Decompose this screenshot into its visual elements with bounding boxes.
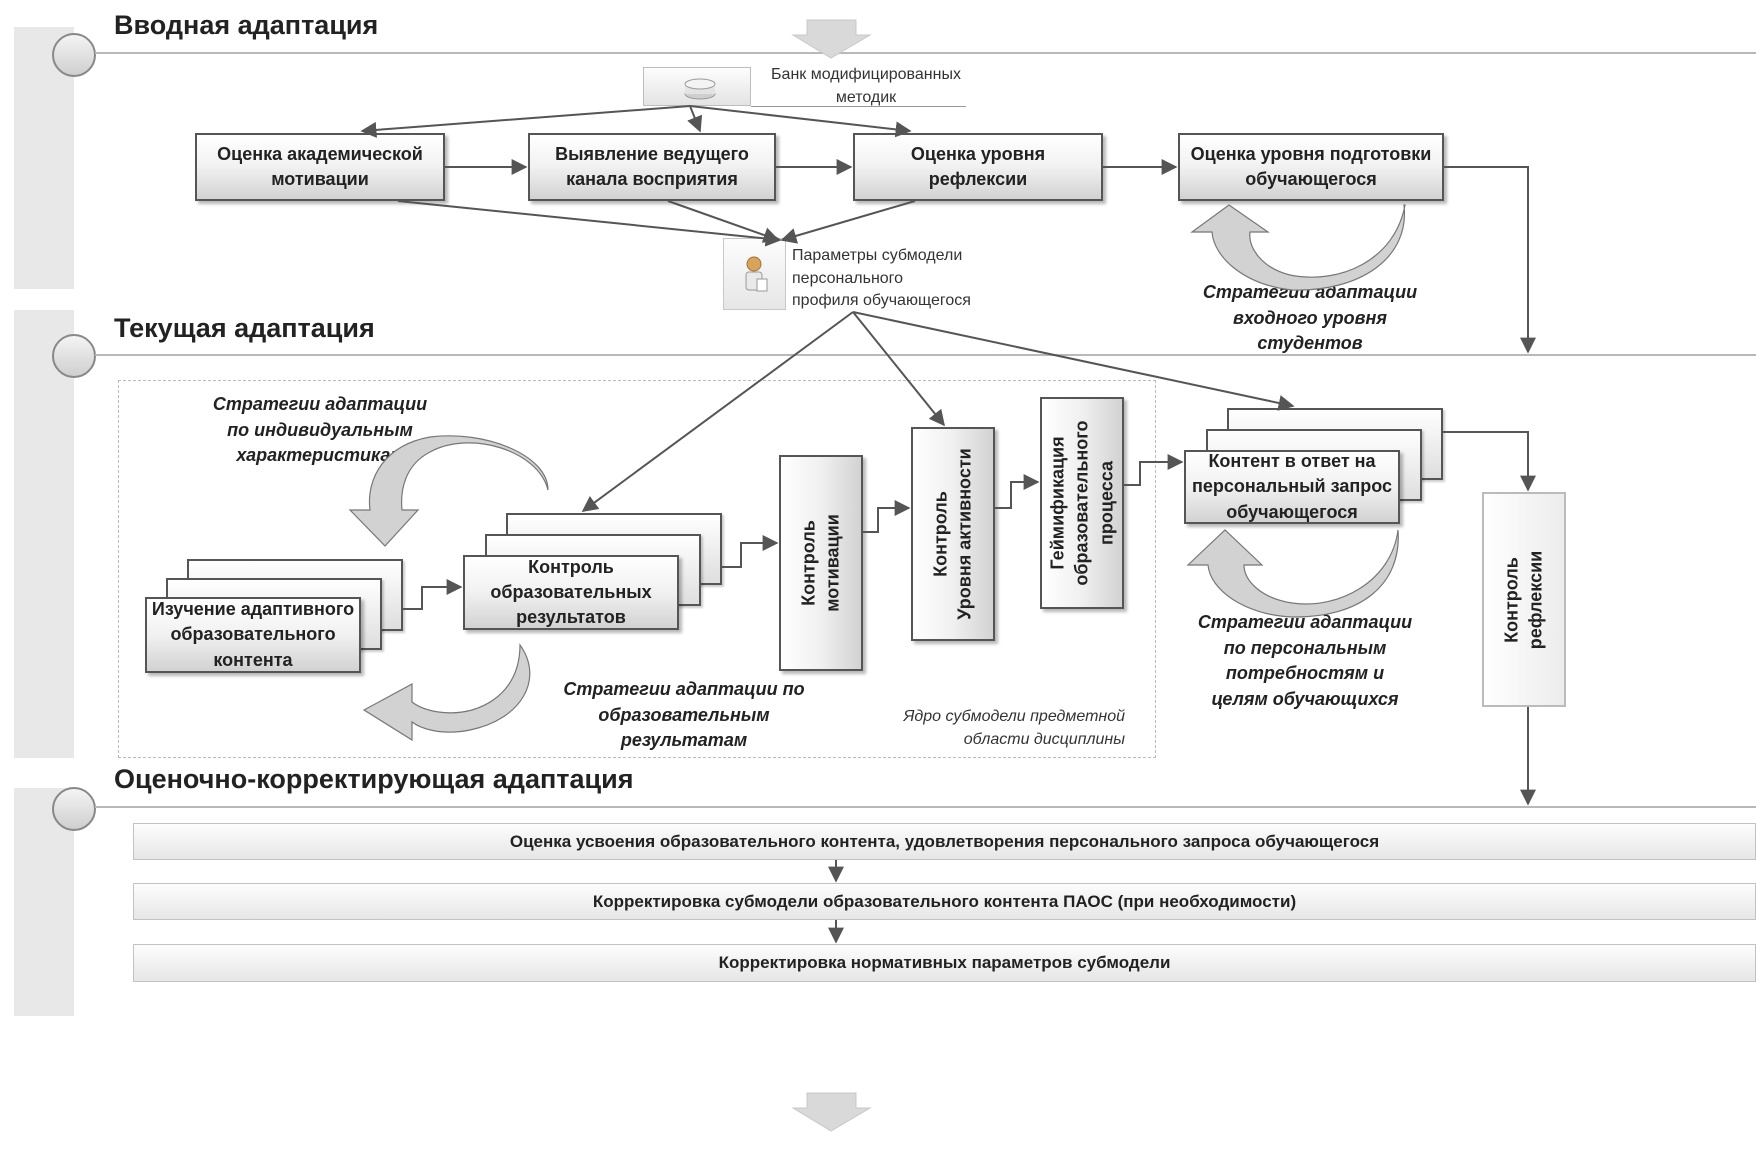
section-marker-current [52, 334, 96, 378]
section-title-current: Текущая адаптация [114, 313, 375, 343]
section-divider-intro [95, 52, 1756, 54]
section-marker-evaluation [52, 787, 96, 831]
flow-out-arrow [791, 1092, 872, 1132]
link-bank-motivation [360, 105, 691, 138]
link-motivation-activity [863, 500, 911, 533]
link-motivation-params [397, 200, 782, 247]
curved-arrow-intro-strategy [1190, 204, 1406, 291]
section-marker-intro [52, 33, 96, 77]
curved-arrow-results-strategy [362, 643, 531, 742]
link-activity-gamification [995, 474, 1040, 509]
evaluation-step-1: Оценка усвоения образовательного контент… [133, 823, 1756, 860]
link-study-results [403, 579, 463, 610]
database-icon [682, 72, 718, 107]
section-divider-current [95, 354, 1756, 356]
strategy-results-label: Стратегии адаптации по образовательным р… [563, 679, 805, 751]
strategy-individual-label: Стратегии адаптации по индивидуальным ха… [212, 394, 428, 466]
link-params-results [581, 311, 854, 512]
params-box [723, 238, 786, 310]
link-preparation-down [1444, 166, 1536, 354]
flow-in-arrow [791, 19, 872, 59]
link-gamification-content [1124, 454, 1184, 486]
link-results-motivation [722, 535, 779, 568]
strategy-personal-label: Стратегии адаптации по персональным потр… [1197, 612, 1413, 709]
strategy-intro-label: Стратегии адаптации входного уровня студ… [1202, 282, 1418, 354]
link-params-content [852, 311, 1295, 411]
link-content-reflexion [1443, 431, 1536, 492]
bank-box [643, 67, 751, 106]
bank-underline [751, 106, 966, 107]
link-reflexion-params [780, 200, 916, 244]
link-bank-perception [687, 105, 703, 133]
core-region [118, 380, 1156, 758]
section-band-current [14, 310, 74, 758]
curved-arrow-individual-strategy [348, 435, 549, 547]
link-perception-params [667, 200, 780, 243]
params-label: Параметры субмодели персонального профил… [792, 247, 971, 310]
link-params-activity [852, 311, 946, 427]
curved-arrow-personal-strategy [1186, 529, 1399, 618]
core-label: Ядро субмодели предметной области дисцип… [903, 708, 1126, 749]
link-bank-reflexion [689, 105, 912, 138]
bank-label: Банк модифицированных методик [771, 66, 961, 106]
section-title-evaluation: Оценочно-корректирующая адаптация [114, 764, 634, 794]
user-profile-icon [741, 253, 771, 300]
evaluation-step-2: Корректировка субмодели образовательного… [133, 883, 1756, 920]
section-divider-evaluation [95, 806, 1756, 808]
section-title-intro: Вводная адаптация [114, 10, 379, 40]
evaluation-step-3: Корректировка нормативных параметров суб… [133, 944, 1756, 982]
